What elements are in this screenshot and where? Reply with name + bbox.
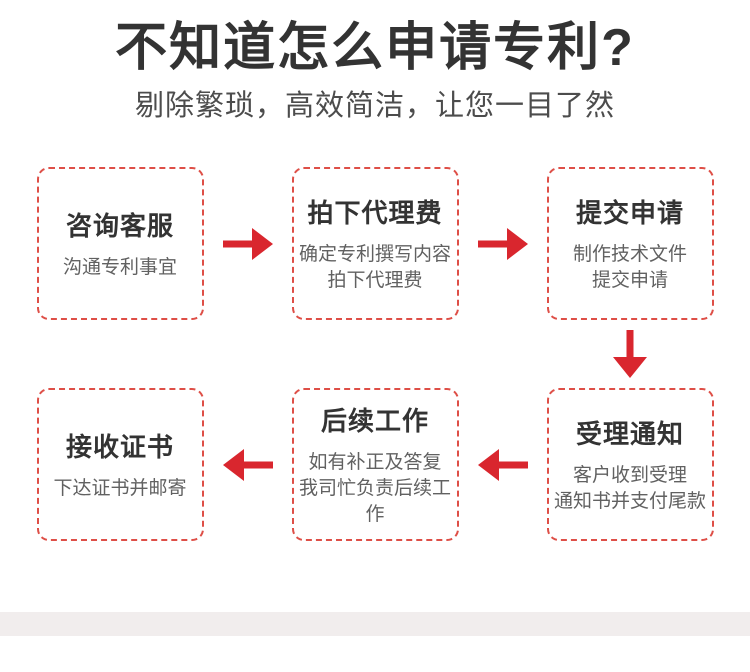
step-description-line: 通知书并支付尾款: [553, 491, 706, 513]
step-box-consult: 咨询客服 沟通专利事宜: [36, 167, 204, 321]
step-title: 后续工作: [320, 406, 429, 437]
arrow-left-icon: [204, 388, 292, 541]
step-box-submit-application: 提交申请 制作技术文件 提交申请: [546, 167, 714, 321]
step-description-line: 确定专利撰写内容: [298, 244, 451, 266]
arrow-left-icon: [459, 388, 547, 541]
step-description-line: 制作技术文件: [572, 244, 687, 266]
step-description-line: 拍下代理费: [327, 270, 423, 292]
step-description-line: 提交申请: [591, 270, 668, 292]
step-title: 接收证书: [65, 432, 174, 463]
step-description-line: 下达证书并邮寄: [53, 478, 187, 500]
page-title: 不知道怎么申请专利?: [115, 19, 635, 77]
arrow-right-icon: [459, 167, 547, 320]
step-box-follow-up-work: 后续工作 如有补正及答复 我司忙负责后续工作: [291, 388, 459, 542]
step-box-receive-certificate: 接收证书 下达证书并邮寄: [36, 388, 204, 542]
step-description-line: 沟通专利事宜: [62, 257, 177, 279]
page-subtitle: 剔除繁琐，高效简洁，让您一目了然: [134, 90, 615, 123]
header: 不知道怎么申请专利? 剔除繁琐，高效简洁，让您一目了然: [0, 0, 750, 122]
step-description-line: 客户收到受理: [572, 465, 687, 487]
arrow-down-icon: [547, 320, 714, 388]
step-title: 咨询客服: [65, 211, 174, 242]
footer-band: [0, 612, 750, 637]
step-box-acceptance-notice: 受理通知 客户收到受理 通知书并支付尾款: [546, 388, 714, 542]
step-box-pay-agency-fee: 拍下代理费 确定专利撰写内容 拍下代理费: [291, 167, 459, 321]
step-title: 拍下代理费: [307, 198, 443, 229]
step-description-line: 如有补正及答复: [308, 452, 442, 474]
step-title: 受理通知: [575, 419, 684, 450]
process-flow-diagram: 咨询客服 沟通专利事宜 拍下代理费 确定专利撰写内容 拍下代理费 提交申请 制作…: [36, 167, 714, 542]
step-title: 提交申请: [575, 198, 684, 229]
step-description-line: 我司忙负责后续工作: [298, 478, 451, 526]
arrow-right-icon: [204, 167, 292, 320]
